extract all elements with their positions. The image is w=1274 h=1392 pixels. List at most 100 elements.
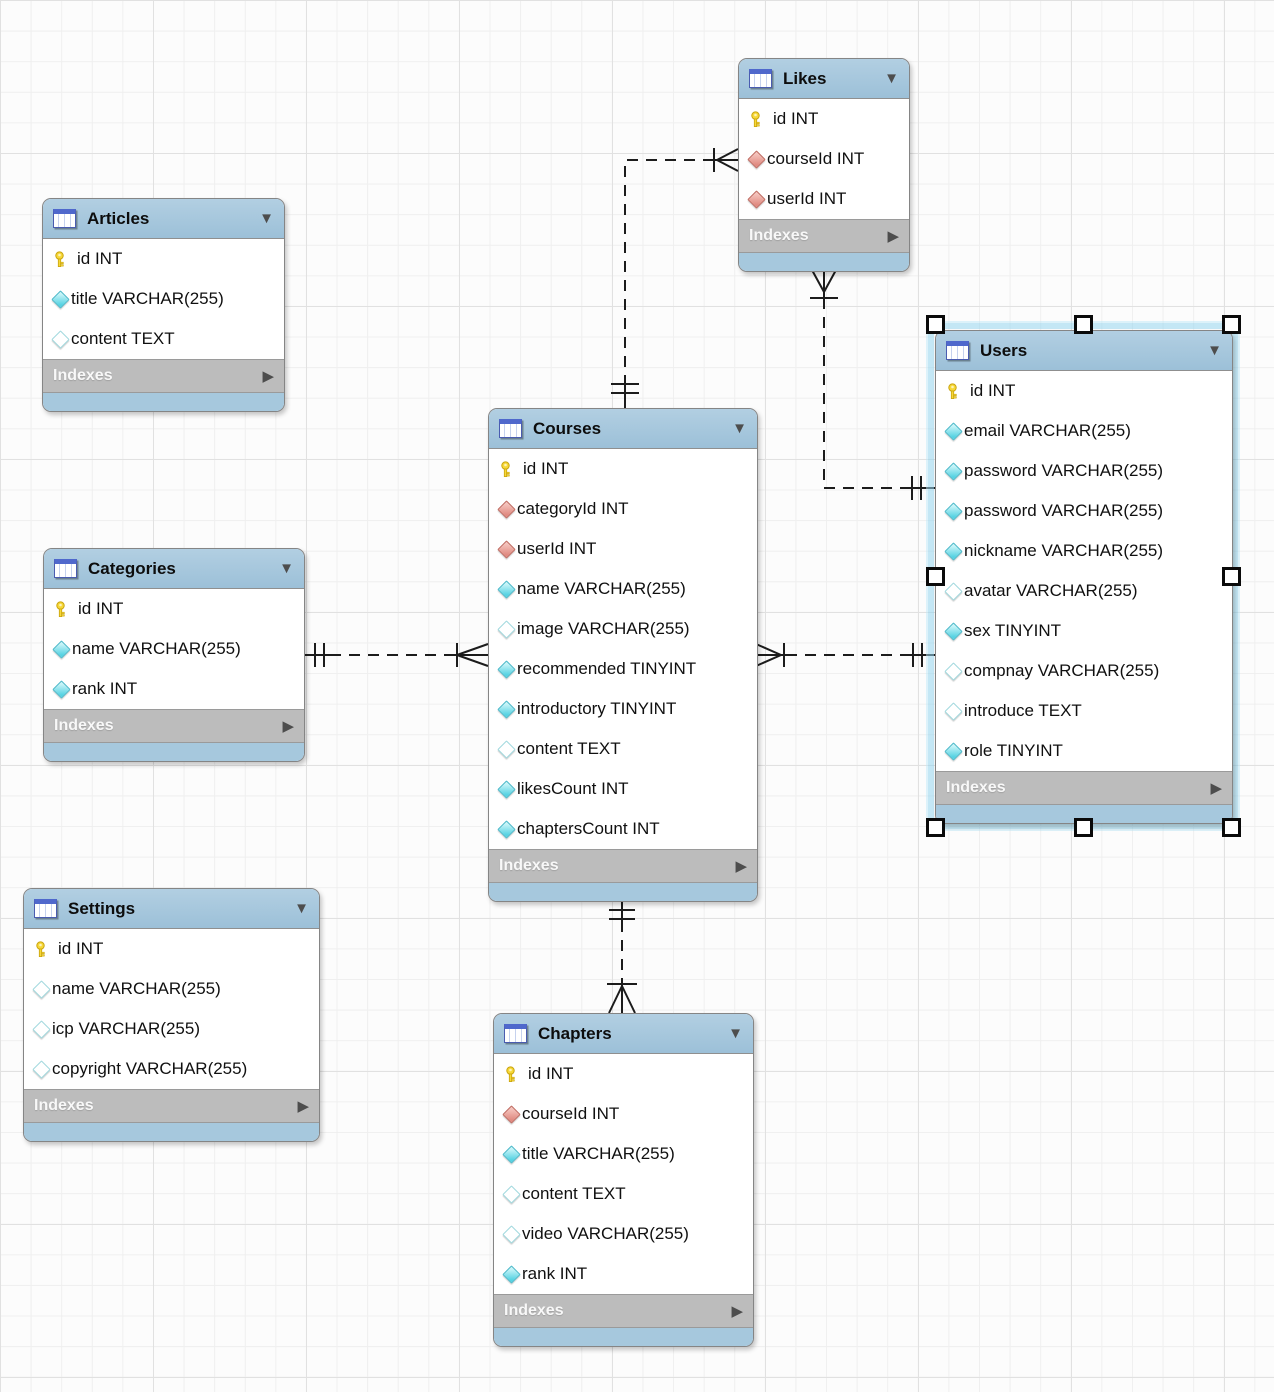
field-row[interactable]: recommended TINYINT [489, 649, 757, 689]
relationship-likes-courses[interactable] [611, 148, 739, 408]
indexes-expand-icon[interactable]: ▶ [735, 857, 747, 875]
field-row[interactable]: rank INT [44, 669, 304, 709]
field-row[interactable]: email VARCHAR(255) [936, 411, 1232, 451]
table-header[interactable]: Settings▼ [24, 889, 319, 929]
field-row[interactable]: id INT [494, 1054, 753, 1094]
table-header[interactable]: Likes▼ [739, 59, 909, 99]
field-row[interactable]: copyright VARCHAR(255) [24, 1049, 319, 1089]
field-row[interactable]: nickname VARCHAR(255) [936, 531, 1232, 571]
field-row[interactable]: id INT [43, 239, 284, 279]
field-row[interactable]: id INT [739, 99, 909, 139]
indexes-bar[interactable]: Indexes▶ [936, 771, 1232, 805]
indexes-bar[interactable]: Indexes▶ [24, 1089, 319, 1123]
indexes-label: Indexes [53, 367, 113, 384]
indexes-bar[interactable]: Indexes▶ [494, 1294, 753, 1328]
field-row[interactable]: title VARCHAR(255) [494, 1134, 753, 1174]
relationship-chapters-courses[interactable] [607, 900, 637, 1014]
field-row[interactable]: chaptersCount INT [489, 809, 757, 849]
field-row[interactable]: name VARCHAR(255) [44, 629, 304, 669]
indexes-label: Indexes [54, 717, 114, 734]
field-row[interactable]: name VARCHAR(255) [24, 969, 319, 1009]
column-filled-diamond-icon [497, 659, 516, 679]
field-row[interactable]: categoryId INT [489, 489, 757, 529]
field-row[interactable]: sex TINYINT [936, 611, 1232, 651]
field-row[interactable]: content TEXT [43, 319, 284, 359]
indexes-expand-icon[interactable]: ▶ [731, 1302, 743, 1320]
selection-handle[interactable] [926, 818, 945, 837]
field-row[interactable]: courseId INT [494, 1094, 753, 1134]
selection-handle[interactable] [1222, 818, 1241, 837]
selection-handle[interactable] [926, 315, 945, 334]
table-title: Articles [87, 208, 150, 228]
field-row[interactable]: id INT [489, 449, 757, 489]
indexes-bar[interactable]: Indexes▶ [489, 849, 757, 883]
field-label: id INT [77, 249, 123, 268]
table-header[interactable]: Articles ▼ [43, 199, 284, 239]
field-row[interactable]: image VARCHAR(255) [489, 609, 757, 649]
selection-handle[interactable] [1074, 315, 1093, 334]
field-row[interactable]: content TEXT [494, 1174, 753, 1214]
relationship-courses-users[interactable] [755, 643, 935, 667]
field-row[interactable]: password VARCHAR(255) [936, 491, 1232, 531]
field-row[interactable]: likesCount INT [489, 769, 757, 809]
selection-handle[interactable] [926, 567, 945, 586]
collapse-triangle-icon[interactable]: ▼ [294, 900, 309, 917]
field-row[interactable]: name VARCHAR(255) [489, 569, 757, 609]
collapse-triangle-icon[interactable]: ▼ [728, 1025, 743, 1042]
selection-handle[interactable] [1222, 567, 1241, 586]
column-hollow-diamond-icon [502, 1224, 521, 1244]
field-row[interactable]: compnay VARCHAR(255) [936, 651, 1232, 691]
field-label: avatar VARCHAR(255) [964, 581, 1138, 600]
column-filled-diamond-icon [497, 819, 516, 839]
field-row[interactable]: introduce TEXT [936, 691, 1232, 731]
field-row[interactable]: video VARCHAR(255) [494, 1214, 753, 1254]
field-row[interactable]: title VARCHAR(255) [43, 279, 284, 319]
indexes-bar[interactable]: Indexes ▶ [44, 709, 304, 743]
selection-handle[interactable] [1222, 315, 1241, 334]
field-row[interactable]: introductory TINYINT [489, 689, 757, 729]
indexes-expand-icon[interactable]: ▶ [1210, 779, 1222, 797]
field-row[interactable]: courseId INT [739, 139, 909, 179]
field-row[interactable]: userId INT [739, 179, 909, 219]
collapse-triangle-icon[interactable]: ▼ [884, 70, 899, 87]
field-row[interactable]: rank INT [494, 1254, 753, 1294]
indexes-bar[interactable]: Indexes ▶ [43, 359, 284, 393]
collapse-triangle-icon[interactable]: ▼ [259, 210, 274, 227]
field-row[interactable]: id INT [936, 371, 1232, 411]
indexes-label: Indexes [749, 227, 809, 244]
indexes-bar[interactable]: Indexes ▶ [739, 219, 909, 253]
table-articles[interactable]: Articles ▼ id INT title VARCHAR(255)content… [42, 198, 285, 412]
field-row[interactable]: role TINYINT [936, 731, 1232, 771]
table-icon [749, 69, 772, 88]
selection-handle[interactable] [1074, 818, 1093, 837]
indexes-expand-icon[interactable]: ▶ [887, 227, 899, 245]
table-header[interactable]: Users▼ [936, 331, 1232, 371]
field-row[interactable]: icp VARCHAR(255) [24, 1009, 319, 1049]
table-header[interactable]: Courses▼ [489, 409, 757, 449]
relationship-courses-categories[interactable] [303, 643, 489, 667]
collapse-triangle-icon[interactable]: ▼ [732, 420, 747, 437]
field-row[interactable]: id INT [44, 589, 304, 629]
field-row[interactable]: password VARCHAR(255) [936, 451, 1232, 491]
field-row[interactable]: content TEXT [489, 729, 757, 769]
indexes-expand-icon[interactable]: ▶ [297, 1097, 309, 1115]
field-row[interactable]: avatar VARCHAR(255) [936, 571, 1232, 611]
table-icon [54, 559, 77, 578]
indexes-expand-icon[interactable]: ▶ [262, 367, 274, 385]
relationship-likes-users[interactable] [810, 269, 935, 500]
indexes-expand-icon[interactable]: ▶ [282, 717, 294, 735]
table-header[interactable]: Chapters▼ [494, 1014, 753, 1054]
field-row[interactable]: userId INT [489, 529, 757, 569]
column-filled-diamond-icon [51, 289, 70, 309]
collapse-triangle-icon[interactable]: ▼ [279, 560, 294, 577]
table-header[interactable]: Categories▼ [44, 549, 304, 589]
field-row[interactable]: id INT [24, 929, 319, 969]
collapse-triangle-icon[interactable]: ▼ [1207, 342, 1222, 359]
